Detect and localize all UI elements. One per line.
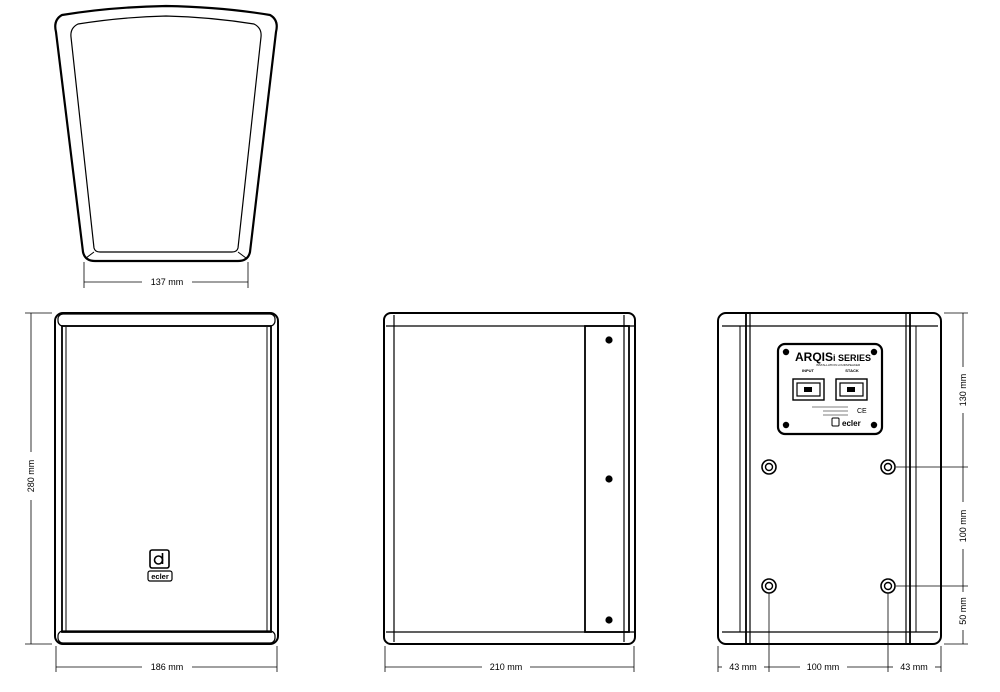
stack-connector[interactable] (835, 378, 868, 401)
back-hole-hspacing-label: 100 mm (807, 662, 840, 672)
back-left-offset-label: 43 mm (729, 662, 757, 672)
front-grille (61, 325, 272, 633)
top-view-inner-outline (70, 15, 262, 253)
connector-panel: ARQISi SERIES INSTALLATION LOUDSPEAKER I… (776, 342, 884, 436)
panel-screw (782, 348, 790, 356)
back-mounting-plate (745, 312, 911, 645)
front-height-label: 280 mm (26, 460, 36, 493)
input-connector[interactable] (792, 378, 825, 401)
panel-screw (870, 348, 878, 356)
stack-label: STACK (845, 368, 859, 373)
front-bottom-cap (57, 630, 276, 644)
top-width-label: 137 mm (151, 277, 184, 287)
top-view-corner-line (85, 251, 95, 259)
bracket-screw (605, 475, 613, 483)
bracket-screw (605, 336, 613, 344)
mounting-bracket (584, 325, 630, 633)
panel-screw (782, 421, 790, 429)
front-width-label: 186 mm (151, 662, 184, 672)
ecler-logo-badge: ecler (147, 549, 173, 582)
front-view: ecler 280 mm 186 mm (25, 312, 279, 672)
top-view-corner-line (237, 251, 247, 259)
top-view: 137 mm (54, 4, 278, 288)
input-label: INPUT (802, 368, 815, 373)
back-top-offset-label: 130 mm (958, 374, 968, 407)
back-brand-text: ecler (842, 419, 861, 428)
back-right-offset-label: 43 mm (900, 662, 928, 672)
panel-subtitle: INSTALLATION LOUDSPEAKER (816, 363, 861, 367)
back-bottom-offset-label: 50 mm (958, 597, 968, 625)
mounting-hole (880, 459, 896, 475)
back-hole-vspacing-label: 100 mm (958, 510, 968, 543)
side-view-outline (383, 312, 636, 645)
mounting-hole (761, 459, 777, 475)
front-view-outline (54, 312, 279, 645)
side-depth-label: 210 mm (490, 662, 523, 672)
ce-mark: CE (857, 408, 867, 415)
side-view: 210 mm (383, 312, 636, 672)
mounting-hole (880, 578, 896, 594)
panel-screw (870, 421, 878, 429)
top-view-outline (54, 4, 278, 263)
front-brand-text: ecler (151, 572, 169, 581)
front-top-cap (57, 313, 276, 327)
back-view: ARQISi SERIES INSTALLATION LOUDSPEAKER I… (717, 312, 968, 672)
bracket-screw (605, 616, 613, 624)
series-title: ARQISi SERIES (795, 350, 871, 364)
ecler-icon (831, 417, 840, 427)
mounting-hole (761, 578, 777, 594)
